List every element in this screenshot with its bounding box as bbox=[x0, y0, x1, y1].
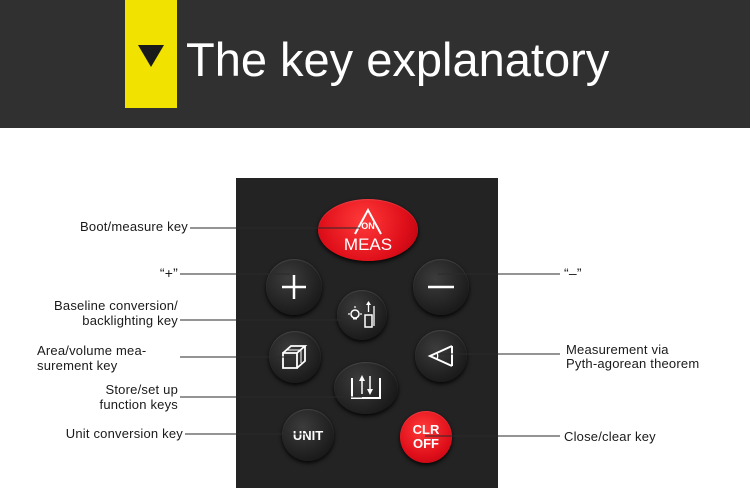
label-store-2: function keys bbox=[99, 397, 178, 412]
label-baseline-2: backlighting key bbox=[82, 313, 178, 328]
store-key[interactable] bbox=[334, 362, 398, 414]
pythagorean-key[interactable] bbox=[415, 330, 467, 382]
lamp-baseline-icon bbox=[348, 301, 375, 328]
page-title: The key explanatory bbox=[186, 33, 610, 86]
unit-key[interactable]: UNIT bbox=[282, 409, 334, 461]
label-pyth-2: Pyth-agorean theorem bbox=[566, 356, 700, 371]
meas-key[interactable]: ON MEAS bbox=[318, 199, 418, 261]
label-pyth-1: Measurement via bbox=[566, 342, 669, 357]
label-area-2: surement key bbox=[37, 358, 118, 373]
label-area-1: Area/volume mea- bbox=[37, 343, 147, 358]
minus-icon bbox=[428, 285, 454, 289]
label-minus: “–” bbox=[564, 265, 582, 281]
cube-icon bbox=[282, 345, 308, 369]
label-boot-measure: Boot/measure key bbox=[80, 219, 188, 234]
label-store-1: Store/set up bbox=[105, 382, 178, 397]
header-marker bbox=[125, 0, 177, 108]
on-triangle-icon bbox=[354, 207, 382, 235]
triangle-down-icon bbox=[138, 45, 164, 67]
meas-key-label: MEAS bbox=[343, 235, 393, 254]
label-plus: “+” bbox=[159, 265, 178, 281]
label-baseline-1: Baseline conversion/ bbox=[54, 298, 178, 313]
header-banner: The key explanatory bbox=[0, 0, 750, 128]
label-unit-conversion: Unit conversion key bbox=[65, 426, 183, 441]
angle-icon bbox=[427, 345, 453, 367]
off-key-label: OFF bbox=[413, 436, 439, 451]
clear-key-label: CLR bbox=[412, 422, 440, 437]
meas-key-on: ON bbox=[361, 221, 375, 231]
store-arrows-icon bbox=[351, 375, 381, 399]
label-close-clear: Close/clear key bbox=[564, 429, 656, 444]
clear-off-key[interactable]: CLR OFF bbox=[400, 411, 452, 463]
plus-icon bbox=[282, 275, 306, 299]
baseline-key[interactable] bbox=[337, 290, 387, 340]
minus-key[interactable] bbox=[413, 259, 469, 315]
plus-key[interactable] bbox=[266, 259, 322, 315]
unit-key-label: UNIT bbox=[292, 427, 324, 443]
